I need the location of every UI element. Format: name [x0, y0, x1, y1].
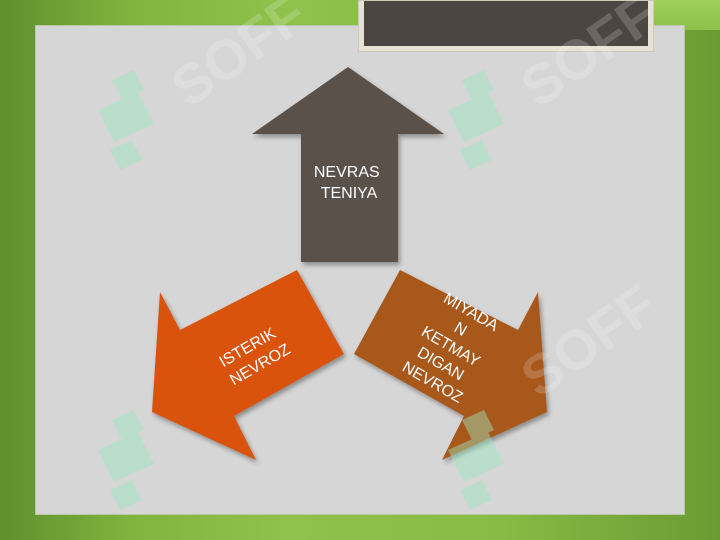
left-arrow-shape: [152, 270, 344, 460]
left-arrow[interactable]: ISTERIK NEVROZ: [152, 270, 344, 460]
up-arrow-shape: [252, 67, 444, 262]
up-arrow[interactable]: NEVRAS TENIYA: [252, 67, 444, 262]
title-placeholder-frame: [358, 0, 654, 52]
up-arrow-text: NEVRAS TENIYA: [314, 164, 384, 202]
right-arrow-shape: [354, 270, 547, 460]
title-placeholder[interactable]: [364, 1, 648, 46]
right-arrow[interactable]: MIYADA N KETMAY DIGAN NEVROZ: [354, 270, 547, 460]
